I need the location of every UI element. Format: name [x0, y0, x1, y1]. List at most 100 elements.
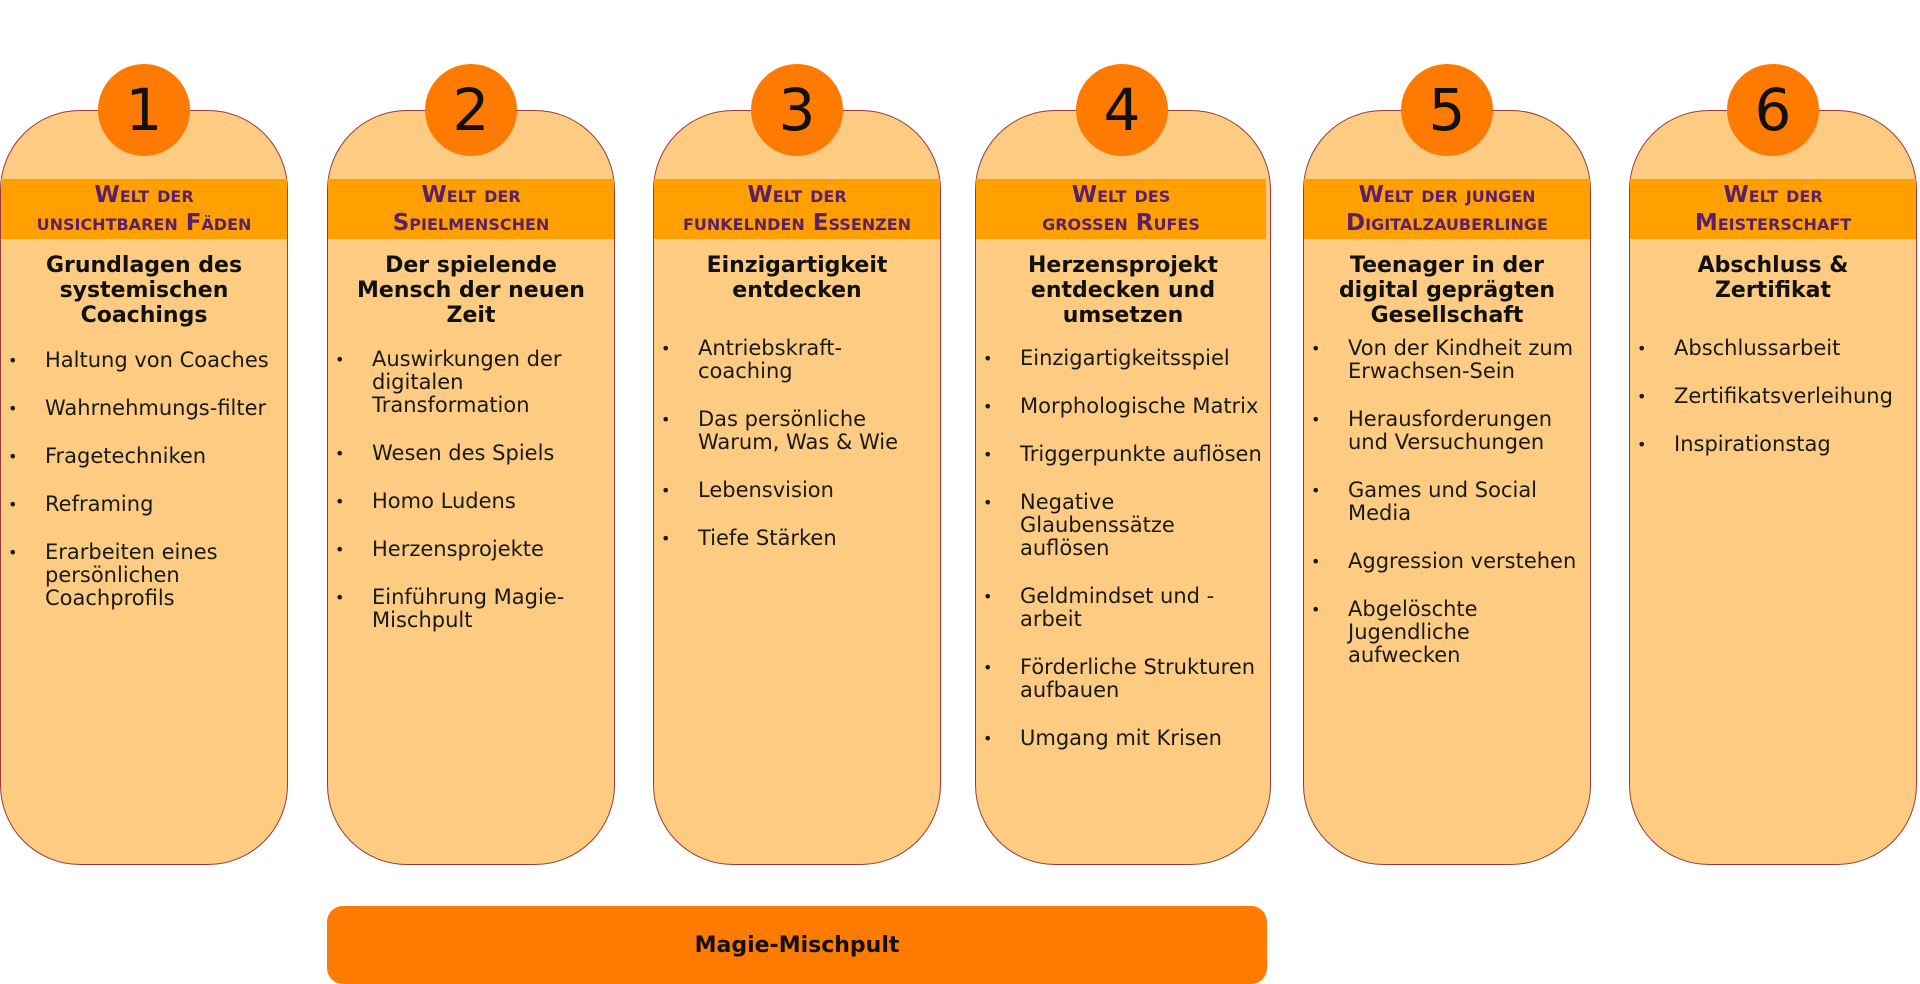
list-item-text: Das persönliche Warum, Was & Wie: [698, 407, 899, 454]
bullet-icon: •: [661, 410, 671, 429]
column-card-3: Welt der funkelnden Essenzen Einzigartig…: [653, 110, 941, 865]
list-item: •Lebensvision: [654, 479, 940, 502]
column-card-4: Welt des grossen Rufes Herzensprojekt en…: [975, 110, 1271, 865]
list-item-text: Antriebskraft-coaching: [698, 336, 843, 383]
column-title-line2: unsichtbaren Fäden: [36, 210, 252, 236]
list-item: • Homo Ludens: [328, 490, 614, 513]
list-item: • Geldmindset und -arbeit: [976, 585, 1270, 631]
column-card-2: Welt der Spielmenschen Der spielende Men…: [327, 110, 615, 865]
bullet-icon: •: [335, 350, 345, 369]
list-item: •Herzensprojekte: [328, 538, 614, 561]
column-subtitle: Herzensprojekt entdecken und umsetzen: [1028, 253, 1218, 328]
list-item-text: Zertifikatsverleihung: [1674, 384, 1893, 408]
list-item-text: Einzigartigkeitsspiel: [1020, 346, 1230, 370]
bullet-icon: •: [983, 587, 993, 606]
list-item: • Einführung Magie-Mischpult: [328, 586, 614, 632]
list-item-text: Lebensvision: [698, 478, 834, 502]
list-item-text: Erarbeiten eines persönlichen Coachprofi…: [45, 540, 218, 610]
list-item: •Umgang mit Krisen: [976, 727, 1270, 750]
column-title-band: Welt der funkelnden Essenzen: [654, 179, 940, 239]
bullet-icon: •: [1311, 410, 1321, 429]
list-item-text: Umgang mit Krisen: [1020, 726, 1222, 750]
list-item-text: Triggerpunkte auflösen: [1020, 442, 1262, 466]
bullet-icon: •: [1637, 387, 1647, 406]
list-item-text: Wahrnehmungs-filter: [45, 396, 267, 420]
column-title-band: Welt des grossen Rufes: [976, 179, 1266, 239]
bullet-icon: •: [1311, 481, 1321, 500]
list-item: • Aggression verstehen: [1304, 550, 1590, 573]
column-title-band: Welt der jungen Digitalzauberlinge: [1304, 179, 1590, 239]
column-title-line2: Digitalzauberlinge: [1346, 210, 1548, 236]
bullet-icon: •: [1637, 339, 1647, 358]
bullet-icon: •: [8, 351, 18, 370]
column-subtitle: Grundlagen des systemischen Coachings: [45, 253, 243, 328]
bullet-icon: •: [983, 445, 993, 464]
bullet-icon: •: [335, 588, 345, 607]
column-title-line1: Welt der: [421, 182, 521, 208]
column-title-band: Welt der Meisterschaft: [1630, 179, 1916, 239]
list-item-text: Wesen des Spiels: [372, 441, 555, 465]
list-item: • Wesen des Spiels: [328, 442, 614, 465]
list-item-text: Geldmindset und -arbeit: [1020, 584, 1215, 631]
list-item: • Von der Kindheit zum Erwachsen-Sein: [1304, 337, 1590, 383]
list-item: •Abgelöschte Jugendliche aufwecken: [1304, 598, 1590, 667]
bullet-icon: •: [1637, 435, 1647, 454]
list-item: •Fragetechniken: [1, 445, 287, 468]
list-item: •Herausforderungen und Versuchungen: [1304, 408, 1590, 454]
magie-mischpult-label: Magie-Mischpult: [694, 932, 900, 958]
column-title-line2: Meisterschaft: [1694, 210, 1852, 236]
list-item: • Einzigartigkeitsspiel: [976, 347, 1270, 370]
column-title-band: Welt der unsichtbaren Fäden: [1, 179, 287, 239]
list-item: • Reframing: [1, 493, 287, 516]
column-subtitle: Teenager in der digital geprägten Gesell…: [1338, 253, 1556, 328]
column-title-line2: Spielmenschen: [392, 210, 550, 236]
bullet-icon: •: [335, 492, 345, 511]
list-item-text: Förderliche Strukturen aufbauen: [1020, 655, 1256, 702]
list-item: • Haltung von Coaches: [1, 349, 287, 372]
list-item-text: Reframing: [45, 492, 154, 516]
list-item: • Abschlussarbeit: [1630, 337, 1916, 360]
bullet-icon: •: [1311, 339, 1321, 358]
list-item-text: Haltung von Coaches: [45, 348, 269, 372]
column-item-list: •Abschlussarbeit •Zertifikatsverleihung …: [1630, 337, 1916, 481]
column-subtitle: Abschluss & Zertifikat: [1697, 253, 1849, 303]
bullet-icon: •: [1311, 552, 1321, 571]
column-subtitle: Der spielende Mensch der neuen Zeit: [357, 253, 585, 328]
step-number-1: 1: [98, 64, 190, 156]
list-item: • Zertifikatsverleihung: [1630, 385, 1916, 408]
magie-mischpult-bar: Magie-Mischpult: [327, 906, 1267, 984]
list-item-text: Auswirkungen der digitalen Transformatio…: [372, 347, 562, 417]
bullet-icon: •: [983, 349, 993, 368]
list-item: • Games und Social Media: [1304, 479, 1590, 525]
bullet-icon: •: [983, 658, 993, 677]
list-item-text: Aggression verstehen: [1348, 549, 1577, 573]
list-item-text: Games und Social Media: [1348, 478, 1538, 525]
bullet-icon: •: [335, 444, 345, 463]
bullet-icon: •: [8, 495, 18, 514]
step-number-6: 6: [1727, 64, 1819, 156]
list-item: • Förderliche Strukturen aufbauen: [976, 656, 1270, 702]
column-subtitle: Einzigartigkeit entdecken: [706, 253, 888, 303]
list-item: •Morphologische Matrix: [976, 395, 1270, 418]
column-item-list: • Auswirkungen der digitalen Transformati…: [328, 348, 614, 657]
list-item-text: Inspirationstag: [1674, 432, 1831, 456]
bullet-icon: •: [1311, 600, 1321, 619]
list-item: • Auswirkungen der digitalen Transformati…: [328, 348, 614, 417]
list-item: •Wahrnehmungs-filter: [1, 397, 287, 420]
step-number-2: 2: [425, 64, 517, 156]
list-item-text: Homo Ludens: [372, 489, 516, 513]
list-item: • Triggerpunkte auflösen: [976, 443, 1270, 466]
list-item-text: Von der Kindheit zum Erwachsen-Sein: [1348, 336, 1574, 383]
bullet-icon: •: [335, 540, 345, 559]
list-item-text: Negative Glaubenssätze auflösen: [1020, 490, 1175, 560]
list-item-text: Abschlussarbeit: [1674, 336, 1841, 360]
column-title-line1: Welt der: [94, 182, 194, 208]
column-title-line2: funkelnden Essenzen: [682, 210, 912, 236]
column-card-1: Welt der unsichtbaren Fäden Grundlagen d…: [0, 110, 288, 865]
step-number-4: 4: [1076, 64, 1168, 156]
column-card-6: Welt der Meisterschaft Abschluss & Zerti…: [1629, 110, 1917, 865]
column-title-band: Welt der Spielmenschen: [328, 179, 614, 239]
list-item: • Inspirationstag: [1630, 433, 1916, 456]
list-item-text: Einführung Magie-Mischpult: [372, 585, 565, 632]
list-item: •Negative Glaubenssätze auflösen: [976, 491, 1270, 560]
